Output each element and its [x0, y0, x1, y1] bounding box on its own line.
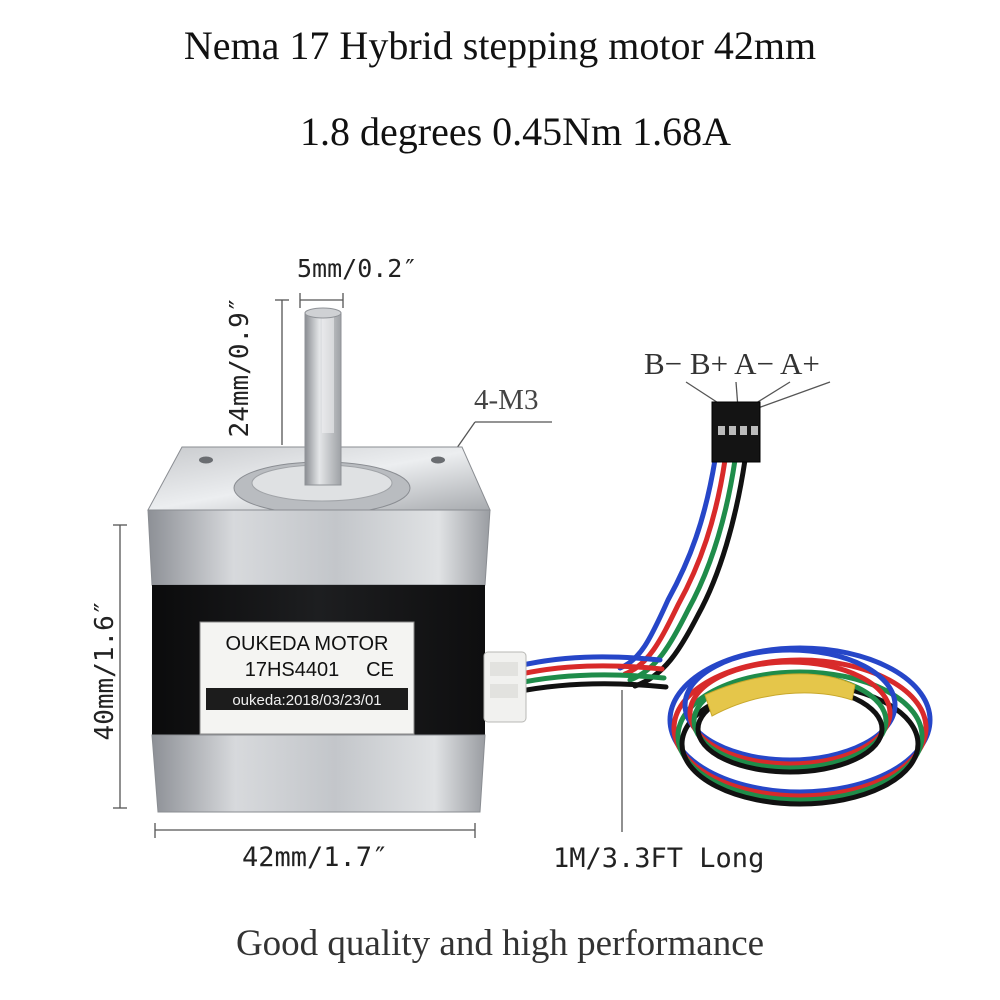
rubber-band [704, 673, 856, 717]
pinout-label: B− B+ A− A+ [644, 346, 820, 381]
footer-tagline: Good quality and high performance [235, 923, 765, 964]
motor-body: OUKEDA MOTOR 17HS4401 CE oukeda:2018/03/… [147, 307, 527, 813]
shaft-diameter-label: 5mm/0.2″ [297, 254, 418, 283]
cable-length-label: 1M/3.3FT Long [553, 843, 765, 874]
title-line-2: 1.8 degrees 0.45Nm 1.68A [300, 109, 732, 154]
shaft-length-label: 24mm/0.9″ [225, 296, 255, 438]
label-batch: oukeda:2018/03/23/01 [232, 692, 381, 709]
ce-mark: CE [366, 659, 394, 681]
connector [711, 401, 761, 463]
title-line-1: Nema 17 Hybrid stepping motor 42mm [183, 23, 817, 68]
body-height-label: 40mm/1.6″ [90, 599, 120, 741]
label-brand: OUKEDA MOTOR [226, 633, 389, 655]
cable [507, 457, 933, 807]
body-width-label: 42mm/1.7″ [242, 842, 389, 873]
label-model: 17HS4401 [245, 659, 340, 681]
mount-holes-label: 4-M3 [474, 384, 539, 416]
